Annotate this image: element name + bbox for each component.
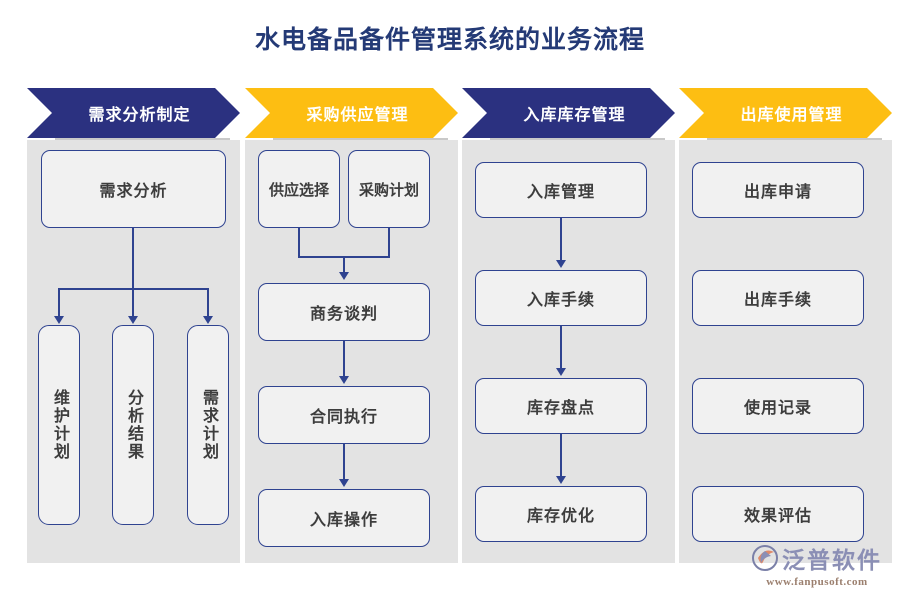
node-requirement-plan[interactable]: 需求计划 xyxy=(187,325,229,525)
node-inventory-optimization[interactable]: 库存优化 xyxy=(475,486,647,542)
node-purchase-plan[interactable]: 采购计划 xyxy=(348,150,430,228)
stage-banner-label-1: 需求分析制定 xyxy=(88,107,191,124)
stage-panel-1: 需求分析 维护计划 分析结果 需求计划 xyxy=(27,140,240,563)
stage-banner-3[interactable]: 入库库存管理 xyxy=(462,88,675,138)
node-label: 库存优化 xyxy=(526,508,595,525)
node-outbound-procedure[interactable]: 出库手续 xyxy=(692,270,864,326)
stage-panel-4: 出库申请 出库手续 使用记录 效果评估 xyxy=(679,140,892,563)
connector-arrow xyxy=(339,272,349,280)
connector-arrow xyxy=(54,316,64,324)
node-label: 供应选择 xyxy=(268,181,329,199)
node-label: 商务谈判 xyxy=(309,306,378,323)
node-effect-evaluation[interactable]: 效果评估 xyxy=(692,486,864,542)
stage-column-2: 采购供应管理 供应选择 采购计划 商务谈判 合同执行 入库操作 xyxy=(245,88,458,563)
connector-arrow xyxy=(339,479,349,487)
connector-line xyxy=(207,288,209,318)
stage-panel-2: 供应选择 采购计划 商务谈判 合同执行 入库操作 xyxy=(245,140,458,563)
node-label: 维护计划 xyxy=(51,389,68,461)
stage-banner-2[interactable]: 采购供应管理 xyxy=(245,88,458,138)
node-label: 需求计划 xyxy=(200,389,217,461)
node-label: 使用记录 xyxy=(743,400,812,417)
node-analysis-result[interactable]: 分析结果 xyxy=(112,325,154,525)
node-usage-record[interactable]: 使用记录 xyxy=(692,378,864,434)
connector-line xyxy=(343,444,345,481)
stage-panel-3: 入库管理 入库手续 库存盘点 库存优化 xyxy=(462,140,675,563)
stage-banner-label-2: 采购供应管理 xyxy=(306,107,409,124)
node-maintenance-plan[interactable]: 维护计划 xyxy=(38,325,80,525)
connector-line xyxy=(58,288,60,318)
node-outbound-request[interactable]: 出库申请 xyxy=(692,162,864,218)
node-label: 分析结果 xyxy=(125,389,142,461)
connector-arrow xyxy=(556,476,566,484)
node-inbound-procedure[interactable]: 入库手续 xyxy=(475,270,647,326)
watermark-logo: 泛普软件 www.fanpusoft.com xyxy=(752,541,882,588)
node-supplier-selection[interactable]: 供应选择 xyxy=(258,150,340,228)
stage-column-3: 入库库存管理 入库管理 入库手续 库存盘点 库存优化 xyxy=(462,88,675,563)
connector-line xyxy=(298,228,300,258)
node-contract-execution[interactable]: 合同执行 xyxy=(258,386,430,444)
node-label: 入库管理 xyxy=(526,184,595,201)
stage-column-4: 出库使用管理 出库申请 出库手续 使用记录 效果评估 xyxy=(679,88,892,563)
connector-line xyxy=(132,288,134,318)
logo-row: 泛普软件 xyxy=(752,541,882,575)
stage-banner-label-4: 出库使用管理 xyxy=(740,107,843,124)
node-label: 需求分析 xyxy=(99,183,168,200)
node-label: 出库申请 xyxy=(743,184,812,201)
connector-line xyxy=(560,434,562,478)
node-label: 采购计划 xyxy=(358,181,419,199)
node-business-negotiation[interactable]: 商务谈判 xyxy=(258,283,430,341)
node-inventory-count[interactable]: 库存盘点 xyxy=(475,378,647,434)
stage-banner-1[interactable]: 需求分析制定 xyxy=(27,88,240,138)
connector-arrow xyxy=(203,316,213,324)
connector-line xyxy=(343,341,345,378)
connector-line xyxy=(343,256,345,274)
page-title: 水电备品备件管理系统的业务流程 xyxy=(254,26,645,54)
stage-column-1: 需求分析制定 需求分析 维护计划 分析结果 需求计划 xyxy=(27,88,240,563)
connector-line xyxy=(388,228,390,258)
connector-line xyxy=(132,228,134,290)
connector-line xyxy=(560,326,562,370)
connector-arrow xyxy=(128,316,138,324)
node-label: 入库操作 xyxy=(309,512,378,529)
logo-url: www.fanpusoft.com xyxy=(766,576,868,588)
connector-arrow xyxy=(339,376,349,384)
stage-banner-4[interactable]: 出库使用管理 xyxy=(679,88,892,138)
connector-arrow xyxy=(556,260,566,268)
connector-line xyxy=(560,218,562,262)
node-label: 库存盘点 xyxy=(526,400,595,417)
node-label: 入库手续 xyxy=(526,292,595,309)
node-label: 效果评估 xyxy=(743,508,812,525)
node-warehouse-operation[interactable]: 入库操作 xyxy=(258,489,430,547)
stage-banner-label-3: 入库库存管理 xyxy=(523,107,626,124)
fanpu-logo-icon xyxy=(752,544,778,572)
node-label: 合同执行 xyxy=(309,409,378,426)
logo-name: 泛普软件 xyxy=(782,548,882,574)
node-inbound-management[interactable]: 入库管理 xyxy=(475,162,647,218)
connector-arrow xyxy=(556,368,566,376)
node-label: 出库手续 xyxy=(743,292,812,309)
node-requirement-analysis[interactable]: 需求分析 xyxy=(41,150,226,228)
